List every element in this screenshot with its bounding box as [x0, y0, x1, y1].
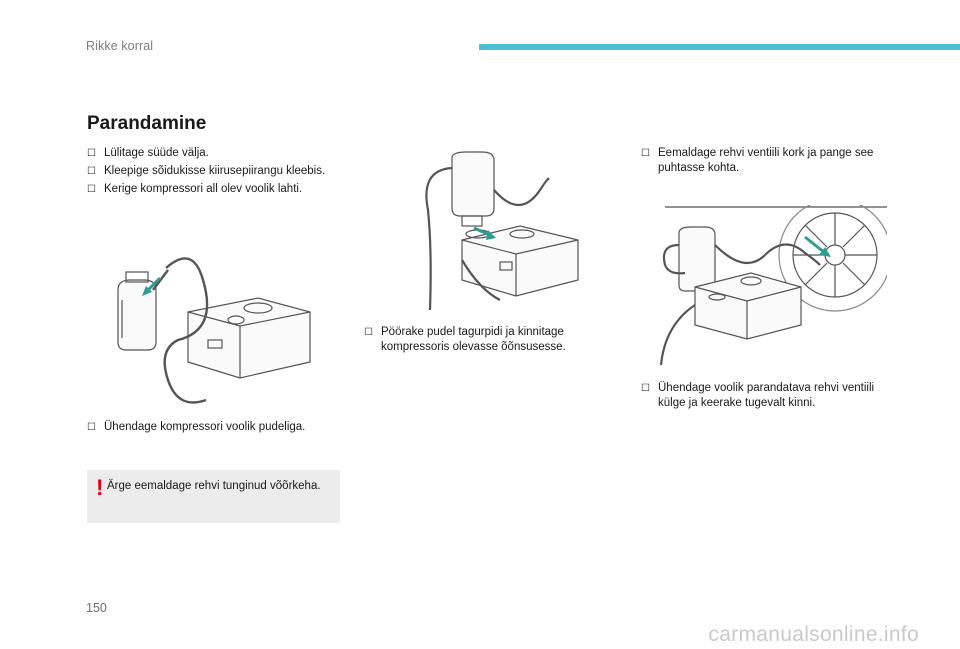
- list-item: ☐ Kerige kompressori all olev voolik lah…: [87, 182, 327, 197]
- warning-box: ! Ärge eemaldage rehvi tunginud võõrkeha…: [87, 470, 340, 523]
- header-accent-bar: [479, 44, 960, 50]
- list-item: ☐ Eemaldage rehvi ventiili kork ja pange…: [641, 146, 891, 176]
- list-item: ☐ Kleepige sõidukisse kiirusepiirangu kl…: [87, 164, 327, 179]
- page-number: 150: [86, 601, 107, 615]
- check-box-icon: ☐: [641, 383, 650, 394]
- watermark: carmanualsonline.info: [708, 623, 919, 646]
- check-box-icon: ☐: [87, 422, 96, 433]
- check-box-icon: ☐: [87, 148, 96, 159]
- list-item: ☐ Lülitage süüde välja.: [87, 146, 327, 161]
- check-box-icon: ☐: [87, 166, 96, 177]
- caption-col3: ☐ Ühendage voolik parandatava rehvi vent…: [641, 381, 891, 411]
- steps-list-col1: ☐ Lülitage süüde välja. ☐ Kleepige sõidu…: [87, 146, 327, 200]
- steps-list-col3: ☐ Eemaldage rehvi ventiili kork ja pange…: [641, 146, 891, 179]
- check-box-icon: ☐: [87, 184, 96, 195]
- warning-text: Ärge eemaldage rehvi tunginud võõrkeha.: [107, 480, 321, 492]
- step-text: Kleepige sõidukisse kiirusepiirangu klee…: [104, 165, 326, 177]
- caption-text: Pöörake pudel tagurpidi ja kinnitage kom…: [381, 326, 566, 353]
- caption-text: Ühendage voolik parandatava rehvi ventii…: [658, 382, 875, 409]
- exclamation-icon: !: [96, 475, 104, 500]
- step-text: Eemaldage rehvi ventiili kork ja pange s…: [658, 147, 874, 174]
- bottle-inverted-illustration: [425, 151, 579, 311]
- compressor-bottle-illustration: [117, 257, 311, 404]
- chapter-title: Rikke korral: [86, 39, 154, 53]
- section-title: Parandamine: [87, 113, 207, 134]
- step-text: Lülitage süüde välja.: [104, 147, 209, 159]
- tyre-connection-illustration: [659, 205, 887, 366]
- check-box-icon: ☐: [641, 148, 650, 159]
- caption-col1: ☐ Ühendage kompressori voolik pudeliga.: [87, 420, 347, 435]
- caption-text: Ühendage kompressori voolik pudeliga.: [104, 421, 306, 433]
- check-box-icon: ☐: [364, 327, 373, 338]
- step-text: Kerige kompressori all olev voolik lahti…: [104, 183, 303, 195]
- caption-col2: ☐ Pöörake pudel tagurpidi ja kinnitage k…: [364, 325, 590, 355]
